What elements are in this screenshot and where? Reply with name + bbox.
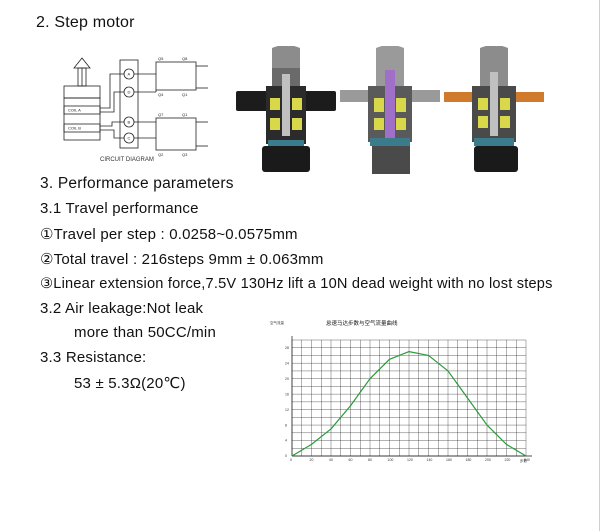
chart-title: 怠速马达步数与空气流量曲线 [326, 319, 398, 327]
x-tick-label: 160 [446, 458, 452, 462]
resistance-title: 3.3 Resistance: [40, 349, 147, 366]
x-tick-label: 0 [290, 458, 292, 462]
coil-b-label: COIL B [68, 126, 81, 131]
q7-label: Q7 [158, 112, 164, 117]
x-tick-label: 120 [407, 458, 413, 462]
x-tick-label: 140 [427, 458, 433, 462]
x-tick-label: 40 [329, 458, 333, 462]
x-axis-label: 步数 [520, 458, 528, 463]
air-leakage-value: more than 50CC/min [74, 324, 216, 341]
chart-ticks: 0 20 40 60 80 100 120 140 160 180 200 220 240 0 4 8 12 16… [285, 346, 530, 462]
q1-label: Q1 [182, 92, 188, 97]
q3-label: Q3 [182, 152, 188, 157]
chart-grid [291, 339, 527, 457]
y-tick-label: 8 [285, 423, 287, 427]
section-3-1-title: 3.1 Travel performance [40, 200, 199, 217]
x-tick-label: 20 [310, 458, 314, 462]
y-tick-label: 0 [285, 454, 287, 458]
q5-label: Q5 [158, 56, 164, 61]
pin-d: D [128, 90, 131, 95]
y-axis-label: 空气流量 [270, 320, 284, 325]
circuit-diagram: COIL A COIL B A D B C Q5 Q8 Q4 Q1 Q7 Q1 … [63, 56, 208, 157]
air-leakage-title: 3.2 Air leakage:Not leak [40, 300, 204, 317]
motor-image-1 [236, 46, 336, 172]
q1b-label: Q1 [182, 112, 188, 117]
y-tick-label: 12 [285, 408, 289, 412]
motor-image-3 [444, 46, 544, 172]
x-tick-label: 180 [466, 458, 472, 462]
x-tick-label: 60 [349, 458, 353, 462]
circuit-caption: CIRCUIT DIAGRAM [100, 157, 154, 163]
x-tick-label: 240 [524, 458, 530, 462]
x-tick-label: 80 [368, 458, 372, 462]
resistance-value: 53 ± 5.3Ω(20℃) [74, 375, 186, 392]
pin-a: A [128, 72, 131, 77]
total-travel: ②Total travel : 216steps 9mm ± 0.063mm [40, 251, 324, 268]
section-3-title: 3. Performance parameters [40, 175, 234, 192]
extension-force: ③Linear extension force,7.5V 130Hz lift … [40, 276, 553, 292]
pin-b: B [128, 120, 131, 125]
x-tick-label: 100 [388, 458, 394, 462]
y-tick-label: 24 [285, 361, 289, 365]
x-tick-label: 220 [505, 458, 511, 462]
motor-image-2 [340, 46, 440, 174]
pin-c: C [128, 136, 131, 141]
y-tick-label: 20 [285, 377, 289, 381]
q4-label: Q4 [158, 92, 164, 97]
q2-label: Q2 [158, 152, 164, 157]
chart-axes [291, 336, 532, 457]
q8-label: Q8 [182, 56, 188, 61]
airflow-curve [291, 350, 527, 457]
y-tick-label: 4 [285, 439, 287, 443]
y-tick-label: 16 [285, 392, 289, 396]
section-2-title: 2. Step motor [36, 14, 135, 31]
y-tick-label: 28 [285, 346, 289, 350]
travel-per-step: ①Travel per step : 0.0258~0.0575mm [40, 226, 298, 243]
x-tick-label: 200 [485, 458, 491, 462]
coil-a-label: COIL A [68, 108, 81, 113]
